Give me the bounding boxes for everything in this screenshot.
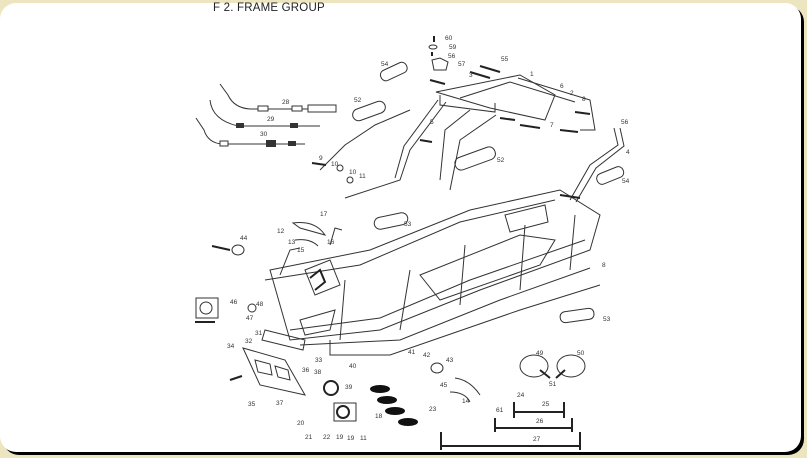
part-label: 11 <box>360 435 367 442</box>
part-label: 44 <box>240 235 248 242</box>
diagram-title: F 2. FRAME GROUP <box>213 2 325 14</box>
diagram-panel <box>0 3 801 452</box>
cable-30 <box>195 117 305 147</box>
part-label: 21 <box>305 434 313 441</box>
part-label: 28 <box>282 99 290 106</box>
part-label: 27 <box>533 436 541 443</box>
reflectors-23 <box>370 385 418 426</box>
part-label: 2 <box>570 90 574 97</box>
part-number-labels: 28 29 30 54 52 9 10 10 11 60 59 56 57 55… <box>227 35 630 443</box>
foam-pads <box>352 61 625 324</box>
part-label: 9 <box>319 155 323 162</box>
part-label: 6 <box>560 83 564 90</box>
part-label: 34 <box>227 343 235 350</box>
part-label: 4 <box>626 149 630 156</box>
main-frame <box>264 189 601 356</box>
part-label: 51 <box>549 381 557 388</box>
lights <box>195 244 444 422</box>
part-label: 10 <box>349 169 357 176</box>
part-label: 13 <box>288 239 296 246</box>
part-label: 18 <box>375 413 383 420</box>
part-label: 23 <box>429 406 437 413</box>
skid-plate <box>242 329 306 396</box>
throttle-cable-28 <box>219 83 337 113</box>
part-label: 16 <box>327 239 335 246</box>
part-label: 56 <box>448 53 456 60</box>
part-label: 29 <box>267 116 275 123</box>
part-label: 61 <box>496 407 504 414</box>
small-fasteners <box>195 36 591 381</box>
part-label: 54 <box>381 61 389 68</box>
part-label: 30 <box>260 131 268 138</box>
brake-cable-29 <box>209 99 320 128</box>
part-label: 5 <box>430 119 434 126</box>
part-label: 56 <box>621 119 629 126</box>
part-label: 22 <box>323 434 331 441</box>
part-label: 36 <box>302 367 310 374</box>
part-label: 20 <box>297 420 305 427</box>
part-label: 37 <box>276 400 284 407</box>
part-label: 52 <box>497 157 505 164</box>
roll-cage <box>319 74 625 203</box>
part-label: 53 <box>603 316 611 323</box>
part-label: 53 <box>404 221 412 228</box>
part-label: 47 <box>246 315 254 322</box>
part-label: 10 <box>331 161 339 168</box>
part-label: 32 <box>245 338 253 345</box>
part-label: 19 <box>336 434 344 441</box>
part-label: 59 <box>449 44 457 51</box>
part-label: 15 <box>297 247 305 254</box>
part-label: 38 <box>314 369 322 376</box>
part-label: 40 <box>349 363 357 370</box>
part-label: 24 <box>517 392 525 399</box>
fender-parts <box>291 222 481 403</box>
part-label: 45 <box>440 382 448 389</box>
part-label: 7 <box>550 122 554 129</box>
part-label: 41 <box>408 349 416 356</box>
part-label: 8 <box>602 262 606 269</box>
seat-cover <box>299 259 341 336</box>
part-label: 12 <box>277 228 285 235</box>
part-label: 11 <box>359 173 366 180</box>
part-label: 26 <box>536 418 544 425</box>
part-label: 39 <box>345 384 353 391</box>
part-label: 17 <box>320 211 328 218</box>
tie-rods <box>440 402 581 450</box>
part-label: 54 <box>622 178 630 185</box>
part-label: 49 <box>536 350 544 357</box>
part-label: 1 <box>530 71 534 78</box>
part-label: 19 <box>347 435 355 442</box>
part-label: 8 <box>582 96 586 103</box>
part-label: 52 <box>354 97 362 104</box>
part-label: 25 <box>542 401 550 408</box>
part-label: 35 <box>248 401 256 408</box>
part-label: 48 <box>256 301 264 308</box>
part-label: 57 <box>458 61 466 68</box>
part-label: 31 <box>255 330 263 337</box>
part-label: 42 <box>423 352 431 359</box>
part-label: 43 <box>446 357 454 364</box>
mirrors <box>519 354 586 379</box>
part-label: 14 <box>462 398 470 405</box>
part-label: 50 <box>577 350 585 357</box>
part-label: 33 <box>315 357 323 364</box>
part-label: 3 <box>469 72 473 79</box>
part-label: 55 <box>501 56 509 63</box>
part-label: 46 <box>230 299 238 306</box>
part-label: 60 <box>445 35 453 42</box>
